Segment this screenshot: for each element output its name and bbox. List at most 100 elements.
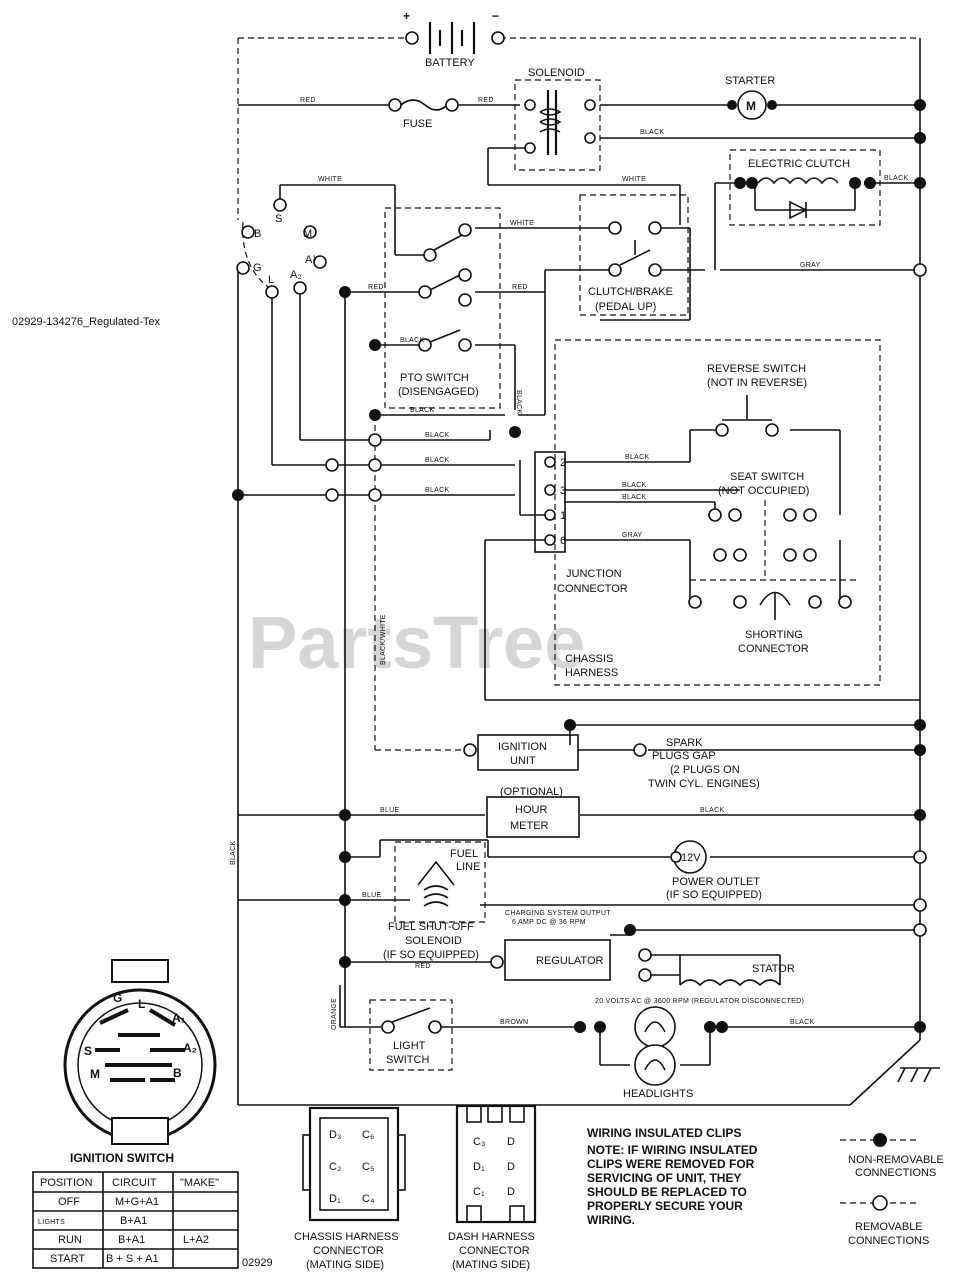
chassis-pin-c4: C₄ xyxy=(362,1193,375,1205)
wire-label-blue-2: BLUE xyxy=(362,892,382,899)
chassis-caption-3: (MATING SIDE) xyxy=(306,1259,384,1271)
wire-label-black-3: BLACK xyxy=(400,337,424,344)
ignition-switch-table: IGNITION SWITCH POSITION CIRCUIT "MAKE" … xyxy=(32,1151,239,1269)
wire-label-black-2: BLACK xyxy=(884,175,908,182)
wire-label-black-10: BLACK xyxy=(622,494,646,501)
pin-a2: A₂ xyxy=(290,269,302,281)
power-outlet-line2: (IF SO EQUIPPED) xyxy=(666,889,762,901)
wire-label-gray-1: GRAY xyxy=(800,262,821,269)
row1-position: OFF xyxy=(58,1196,80,1208)
stator: STATOR 20 VOLTS AC @ 3600 RPM (REGULATOR… xyxy=(595,954,804,1005)
row3-position: RUN xyxy=(58,1234,82,1246)
junction-connector: 2 3 1 6 xyxy=(534,451,566,553)
face-m: M xyxy=(90,1067,100,1081)
starter-symbol: M xyxy=(746,99,756,113)
dash-pin-d-2: D xyxy=(507,1161,515,1173)
row3-make: L+A2 xyxy=(183,1234,209,1246)
legend-open-dot xyxy=(872,1195,888,1211)
chassis-caption-2: CONNECTOR xyxy=(313,1245,384,1257)
table-header-make: "MAKE" xyxy=(180,1177,219,1189)
main-wiring xyxy=(237,37,940,1106)
spark-line2: PLUGS GAP xyxy=(652,750,716,762)
figure-number: 02929 xyxy=(242,1257,273,1269)
wire-label-red-2: RED xyxy=(478,97,494,104)
starter: M STARTER xyxy=(725,75,777,120)
face-b: B xyxy=(173,1066,182,1080)
face-s: S xyxy=(84,1044,92,1058)
ignition-switch-schematic: S B M G A¹ A₂ L xyxy=(236,198,327,299)
pto-switch-line1: PTO SWITCH xyxy=(400,372,469,384)
spark-line1: SPARK xyxy=(666,737,703,749)
dash-caption-1: DASH HARNESS xyxy=(448,1231,535,1243)
wire-label-blue-1: BLUE xyxy=(380,807,400,814)
pin-g: G xyxy=(253,262,262,274)
fuel-solenoid-line2: SOLENOID xyxy=(405,935,462,947)
junction-pin-1: 1 xyxy=(560,510,566,522)
electric-clutch: ELECTRIC CLUTCH xyxy=(729,149,881,226)
wire-label-black-6: BLACK xyxy=(425,457,449,464)
seat-switch-line2: (NOT OCCUPIED) xyxy=(718,485,809,497)
legend-removable-2: CONNECTIONS xyxy=(848,1235,929,1247)
stator-label: STATOR xyxy=(752,963,795,975)
row2-position: LIGHTS xyxy=(38,1219,65,1226)
clips-note-line1: NOTE: IF WIRING INSULATED xyxy=(587,1143,758,1157)
wire-label-black-vertical: BLACK xyxy=(230,841,237,865)
headlights: HEADLIGHTS xyxy=(623,1006,693,1100)
electric-clutch-label: ELECTRIC CLUTCH xyxy=(748,158,850,170)
junction-pin-3: 3 xyxy=(560,485,566,497)
pin-b: B xyxy=(254,228,261,240)
chassis-pin-c6: C₆ xyxy=(362,1129,374,1141)
dash-caption-3: (MATING SIDE) xyxy=(452,1259,530,1271)
face-a2: A₂ xyxy=(183,1041,197,1055)
clips-note-line2: CLIPS WERE REMOVED FOR xyxy=(587,1157,755,1171)
fuel-solenoid-line1: FUEL SHUT-OFF xyxy=(388,921,474,933)
removable-connections xyxy=(325,263,927,937)
wire-label-black-5: BLACK xyxy=(425,432,449,439)
wire-label-black-1: BLACK xyxy=(640,129,664,136)
non-removable-connections xyxy=(232,99,926,1033)
wire-label-brown: BROWN xyxy=(500,1019,528,1026)
headlights-label: HEADLIGHTS xyxy=(623,1088,693,1100)
pto-switch-line2: (DISENGAGED) xyxy=(398,386,479,398)
ignition-switch-face: G L A₁ A₂ S M B xyxy=(63,959,217,1145)
chassis-harness-line1: CHASSIS xyxy=(565,653,613,665)
dash-pin-d-3: D xyxy=(507,1186,515,1198)
fuse-label: FUSE xyxy=(403,118,432,130)
face-a1: A₁ xyxy=(172,1011,186,1025)
dash-pin-d1: D₁ xyxy=(473,1161,485,1173)
wire-label-black-pto-vertical: BLACK xyxy=(515,390,522,414)
hour-meter-optional: (OPTIONAL) xyxy=(500,786,563,798)
clips-note-line5: PROPERLY SECURE YOUR xyxy=(587,1199,743,1213)
pto-switch: PTO SWITCH (DISENGAGED) xyxy=(384,207,501,409)
reverse-switch-line2: (NOT IN REVERSE) xyxy=(707,377,807,389)
wire-label-white-2: WHITE xyxy=(622,176,646,183)
fuel-line-line1: FUEL xyxy=(450,848,478,860)
junction-connector-line2: CONNECTOR xyxy=(557,583,628,595)
pin-a1: A¹ xyxy=(305,254,316,266)
table-header-circuit: CIRCUIT xyxy=(112,1177,157,1189)
shorting-connector-line1: SHORTING xyxy=(745,629,803,641)
spark-plugs: SPARK PLUGS GAP (2 PLUGS ON TWIN CYL. EN… xyxy=(633,737,760,790)
fuel-solenoid-line3: (IF SO EQUIPPED) xyxy=(383,949,479,961)
dash-pin-c3: C₃ xyxy=(473,1136,485,1148)
legend-non-removable-1: NON-REMOVABLE xyxy=(848,1154,944,1166)
dash-pin-c1: C₁ xyxy=(473,1186,485,1198)
wire-label-black-11: BLACK xyxy=(700,807,724,814)
junction-connector-line1: JUNCTION xyxy=(566,568,622,580)
ignition-unit-line2: UNIT xyxy=(510,755,536,767)
wire-label-black-4: BLACK xyxy=(410,407,434,414)
wire-label-black-white: BLACK/WHITE xyxy=(380,614,387,665)
regulator-label: REGULATOR xyxy=(536,955,603,967)
light-switch-line2: SWITCH xyxy=(386,1054,429,1066)
chassis-harness-line2: HARNESS xyxy=(565,667,618,679)
wire-label-black-9: BLACK xyxy=(622,482,646,489)
junction-pin-6: 6 xyxy=(560,535,566,547)
drawing-code: 02929-134276_Regulated-Tex xyxy=(12,316,161,328)
legend-filled-dot xyxy=(873,1133,887,1147)
dash-pin-d-1: D xyxy=(507,1136,515,1148)
wire-label-black-8: BLACK xyxy=(625,454,649,461)
wire-label-red-1: RED xyxy=(300,97,316,104)
junction-pin-2: 2 xyxy=(560,457,566,469)
pin-m: M xyxy=(303,228,312,240)
